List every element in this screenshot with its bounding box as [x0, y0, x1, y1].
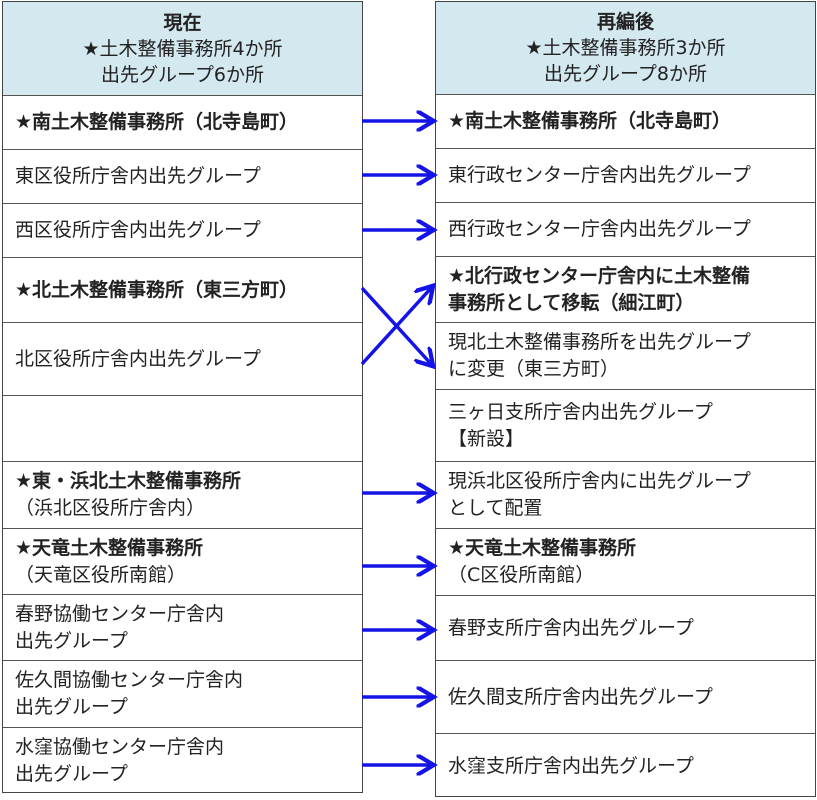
row-text: 西行政センター庁舎内出先グループ — [448, 218, 751, 240]
row-text: 西区役所庁舎内出先グループ — [15, 219, 261, 241]
row-text: 春野協働センター庁舎内 — [15, 602, 225, 625]
row-text: 水窪協働センター庁舎内 — [15, 736, 225, 758]
table-row: ★南土木整備事務所（北寺島町） — [436, 94, 815, 148]
arrow — [360, 287, 432, 366]
row-text: 東区役所庁舎内出先グループ — [15, 165, 261, 187]
row-text: 東行政センター庁舎内出先グループ — [448, 164, 751, 186]
table-row: 三ヶ日支所庁舎内出先グループ【新設】 — [436, 389, 815, 461]
table-row: 北区役所庁舎内出先グループ — [3, 322, 362, 395]
row-text: として配置 — [448, 497, 543, 519]
row-text: 現浜北区役所庁舎内に出先グループ — [448, 470, 751, 492]
header-line: 出先グループ8か所 — [544, 63, 707, 85]
table-row: 現北土木整備事務所を出先グループに変更（東三方町） — [436, 322, 815, 389]
row-text: ★北行政センター庁舎内に土木整備 — [448, 264, 751, 287]
current-column: 現在 ★土木整備事務所4か所 出先グループ6か所 ★南土木整備事務所（北寺島町）… — [2, 1, 363, 793]
table-row: 水窪協働センター庁舎内出先グループ — [3, 727, 362, 794]
table-row: ★北行政センター庁舎内に土木整備事務所として移転（細江町） — [436, 256, 815, 322]
row-text: ★北土木整備事務所（東三方町） — [15, 278, 299, 301]
row-text: （C区役所南館） — [448, 564, 595, 586]
table-row: ★天竜土木整備事務所 （C区役所南館） — [436, 528, 815, 595]
row-text: ★天竜土木整備事務所 — [448, 537, 637, 559]
row-text: 水窪支所庁舎内出先グループ — [448, 754, 694, 777]
table-row: 佐久間協働センター庁舎内出先グループ — [3, 660, 362, 727]
row-text: 佐久間協働センター庁舎内 — [15, 669, 244, 691]
row-text: ★天竜土木整備事務所 — [15, 536, 204, 559]
after-header: 再編後 ★土木整備事務所3か所 出先グループ8か所 — [436, 2, 815, 94]
row-text: （浜北区役所庁舎内） — [15, 497, 206, 519]
row-text: （天竜区役所南館） — [15, 563, 187, 586]
row-text: 現北土木整備事務所を出先グループ — [448, 331, 751, 353]
table-row: 東行政センター庁舎内出先グループ — [436, 148, 815, 202]
header-line: ★土木整備事務所4か所 — [82, 37, 283, 60]
row-text: 出先グループ — [15, 696, 128, 718]
table-row: 春野支所庁舎内出先グループ — [436, 595, 815, 660]
table-row: 春野協働センター庁舎内出先グループ — [3, 594, 362, 660]
header-line: 出先グループ6か所 — [101, 63, 264, 86]
row-text: 春野支所庁舎内出先グループ — [448, 616, 694, 639]
table-row: 水窪支所庁舎内出先グループ — [436, 733, 815, 798]
row-text: 佐久間支所庁舎内出先グループ — [448, 685, 713, 708]
table-row: ★北土木整備事務所（東三方町） — [3, 257, 362, 322]
row-text: 出先グループ — [15, 629, 128, 652]
table-row: ★南土木整備事務所（北寺島町） — [3, 95, 362, 149]
row-text: 北区役所庁舎内出先グループ — [15, 347, 261, 370]
row-text: 【新設】 — [448, 427, 525, 450]
header-title: 再編後 — [596, 11, 654, 33]
header-title: 現在 — [163, 11, 202, 34]
table-row: ★東・浜北土木整備事務所 （浜北区役所庁舎内） — [3, 461, 362, 528]
row-text: 事務所として移転（細江町） — [448, 291, 695, 314]
row-text: ★南土木整備事務所（北寺島町） — [15, 111, 299, 133]
table-row — [3, 395, 362, 461]
table-row: 現浜北区役所庁舎内に出先グループとして配置 — [436, 461, 815, 528]
row-text: 三ヶ日支所庁舎内出先グループ — [448, 400, 713, 423]
table-row: 東区役所庁舎内出先グループ — [3, 149, 362, 203]
table-row: ★天竜土木整備事務所 （天竜区役所南館） — [3, 528, 362, 594]
after-column: 再編後 ★土木整備事務所3か所 出先グループ8か所 ★南土木整備事務所（北寺島町… — [435, 1, 816, 797]
table-row: 西区役所庁舎内出先グループ — [3, 203, 362, 257]
row-text: 出先グループ — [15, 763, 128, 785]
current-header: 現在 ★土木整備事務所4か所 出先グループ6か所 — [3, 2, 362, 95]
header-line: ★土木整備事務所3か所 — [525, 37, 726, 59]
row-text: ★南土木整備事務所（北寺島町） — [448, 110, 732, 132]
row-text: ★東・浜北土木整備事務所 — [15, 470, 242, 492]
table-row: 西行政センター庁舎内出先グループ — [436, 202, 815, 256]
table-row: 佐久間支所庁舎内出先グループ — [436, 660, 815, 733]
row-text: に変更（東三方町） — [448, 358, 620, 380]
